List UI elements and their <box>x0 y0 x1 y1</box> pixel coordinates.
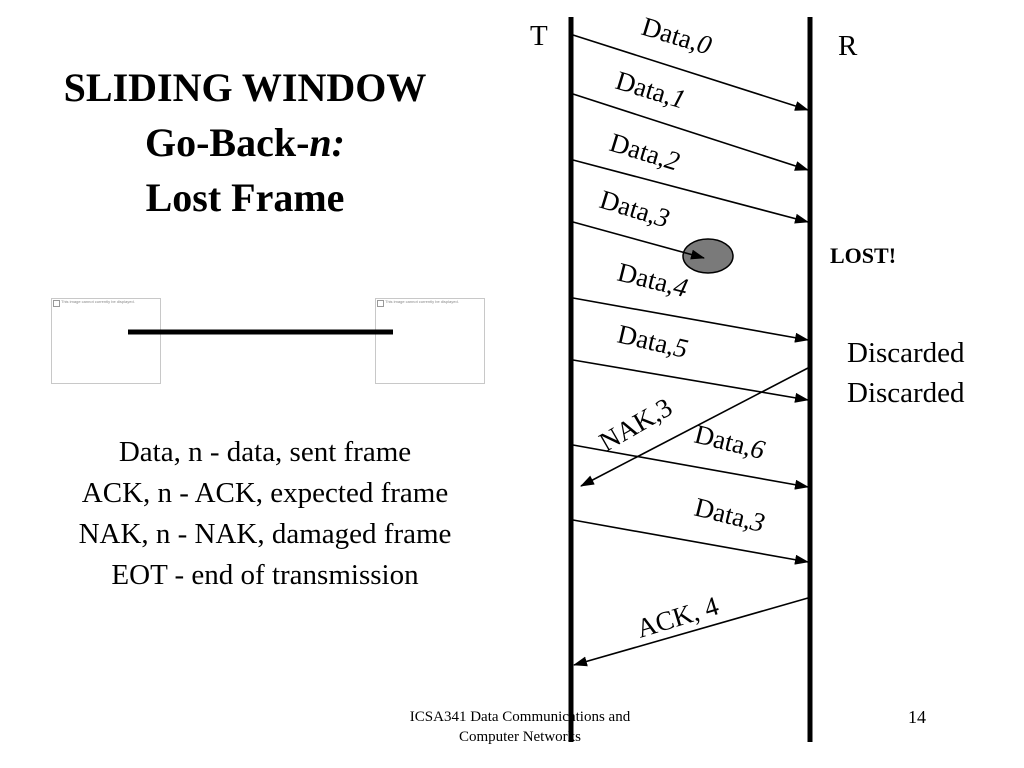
frame-label: NAK,3 <box>594 392 677 457</box>
legend: Data, n - data, sent frame ACK, n - ACK,… <box>30 432 500 596</box>
placeholder-text: This image cannot currently be displayed… <box>61 299 135 304</box>
frame-label: Data,3 <box>596 184 673 234</box>
frame-arrow <box>580 367 809 487</box>
frame-arrow <box>572 359 809 403</box>
title-line-2-prefix: Go-Back- <box>144 120 310 165</box>
frame-arrow <box>572 519 809 565</box>
frame-label: Data,6 <box>692 419 769 465</box>
frame-arrow <box>572 93 809 171</box>
slide-title: SLIDING WINDOW Go-Back-n: Lost Frame <box>30 60 460 225</box>
placeholder-text: This image cannot currently be displayed… <box>385 299 459 304</box>
frame-arrow <box>572 444 809 490</box>
footer-course: ICSA341 Data Communications and Computer… <box>340 707 700 747</box>
frame-label: Data,4 <box>615 257 691 303</box>
receiver-label: R <box>838 30 858 62</box>
title-line-1: SLIDING WINDOW <box>63 65 427 110</box>
lost-label: LOST! <box>830 243 896 268</box>
footer-course-line-1: ICSA341 Data Communications and <box>409 709 631 725</box>
legend-line: EOT - end of transmission <box>111 559 419 591</box>
frame-label: Data,3 <box>692 492 768 538</box>
frame-label: Data,5 <box>615 319 691 364</box>
frame-arrow <box>572 159 809 224</box>
discarded-label: Discarded <box>847 377 965 409</box>
frame-label: Data,0 <box>638 11 715 61</box>
frame-arrows <box>572 34 809 667</box>
frame-label: Data,1 <box>612 65 689 115</box>
page-number: 14 <box>908 707 926 727</box>
lost-frame-blob <box>682 238 734 274</box>
frame-arrow <box>572 34 809 111</box>
footer-course-line-2: Computer Networks <box>458 729 582 745</box>
broken-image-icon <box>53 300 60 307</box>
transmitter-label: T <box>530 20 548 52</box>
broken-image-icon <box>377 300 384 307</box>
frame-labels: Data,0Data,1Data,2Data,3Data,4Data,5NAK,… <box>594 11 768 644</box>
image-placeholder-left: This image cannot currently be displayed… <box>51 298 161 384</box>
legend-line: ACK, n - ACK, expected frame <box>81 477 449 509</box>
title-line-2: Go-Back-n: <box>30 115 460 170</box>
frame-arrow <box>572 221 705 260</box>
frame-arrow <box>573 597 809 667</box>
discarded-label: Discarded <box>847 337 965 369</box>
frame-label: Data,2 <box>606 127 683 177</box>
legend-line: Data, n - data, sent frame <box>118 436 412 468</box>
image-placeholder-right: This image cannot currently be displayed… <box>375 298 485 384</box>
frame-arrow <box>572 297 809 343</box>
title-line-3: Lost Frame <box>145 175 345 220</box>
title-line-2-italic: n: <box>309 120 345 165</box>
legend-line: NAK, n - NAK, damaged frame <box>78 518 452 550</box>
